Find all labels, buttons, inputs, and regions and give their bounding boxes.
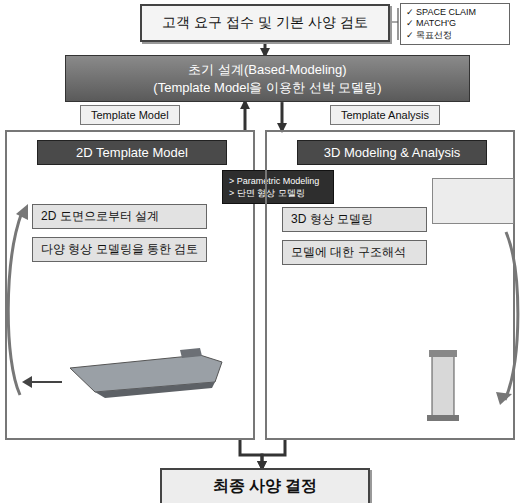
cycle-arrow xyxy=(8,212,22,395)
stage-band: 초기 설계(Based-Modeling)(Template Model을 이용… xyxy=(65,55,470,102)
node-text: ✓ SPACE CLAIM xyxy=(406,7,504,18)
cycle-arrow-head xyxy=(16,204,28,220)
analysis-screenshot xyxy=(432,178,514,224)
node-text: 고객 요구 접수 및 기본 사양 검토 xyxy=(148,14,382,32)
checklist-callout: ✓ SPACE CLAIM✓ MATCH'G✓ 목표선정 xyxy=(400,3,510,45)
node-text: 최종 사양 결정 xyxy=(170,476,360,497)
process-box: 모델에 대한 구조해석 xyxy=(282,240,427,265)
flow-arrow xyxy=(281,102,284,130)
callout-bracket xyxy=(392,8,398,40)
result-box: 최종 사양 결정 xyxy=(160,468,370,503)
panel-heading: 2D Template Model xyxy=(37,140,227,165)
cycle-arrow xyxy=(505,232,518,400)
node-text: (Template Model을 이용한 선박 모델링) xyxy=(72,79,463,97)
process-box: 2D 도면으로부터 설계 xyxy=(32,204,207,229)
ribbon-label: Template Analysis xyxy=(330,105,440,125)
process-box: 3D 형상 모델링 xyxy=(282,207,427,232)
cycle-arrow-head xyxy=(496,392,512,405)
flow-arrow xyxy=(264,42,267,55)
flow-arrow xyxy=(240,440,262,468)
note-box: > Parametric Modeling> 단면 형상 모델링 xyxy=(222,170,334,204)
panel-heading: 3D Modeling & Analysis xyxy=(297,140,487,165)
node-text: ✓ MATCH'G xyxy=(406,18,504,29)
node-text: 2D 도면으로부터 설계 xyxy=(41,208,198,225)
node-text: 초기 설계(Based-Modeling) xyxy=(72,61,463,79)
ribbon-label: Template Model xyxy=(80,105,180,125)
node-text: > Parametric Modeling xyxy=(229,175,327,187)
node-text: 모델에 대한 구조해석 xyxy=(291,244,418,261)
flow-arrow xyxy=(262,440,285,468)
panel-frame: 2D Template Model 2D 도면으로부터 설계다양 형상 모델링을 … xyxy=(5,130,255,440)
structure-illustration xyxy=(427,350,459,421)
node-text: ✓ 목표선정 xyxy=(406,30,504,41)
flow-arrow xyxy=(244,102,247,130)
node-text: 다양 형상 모델링을 통한 검토 xyxy=(41,241,198,258)
ship-illustration xyxy=(22,348,222,398)
process-box: 다양 형상 모델링을 통한 검토 xyxy=(32,237,207,262)
node-text: 3D 형상 모델링 xyxy=(291,211,418,228)
panel-frame: 3D Modeling & Analysis 3D 형상 모델링모델에 대한 구조… xyxy=(265,130,515,440)
process-box: 고객 요구 접수 및 기본 사양 검토 xyxy=(140,4,390,42)
node-text: > 단면 형상 모델링 xyxy=(229,187,327,199)
